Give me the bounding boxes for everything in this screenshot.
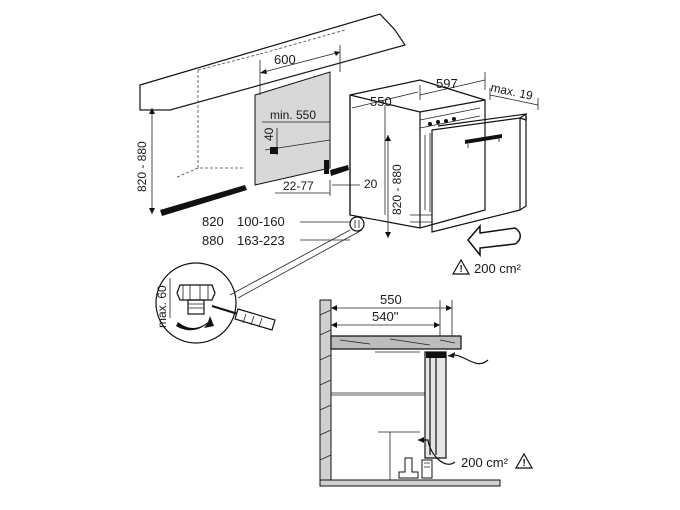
door-handle [465,134,502,144]
floor [319,479,501,487]
gap-small-label: 20 [364,177,378,191]
table-row-2-range: 163-223 [237,233,285,248]
table-row-1-range: 100-160 [237,214,285,229]
foot-zoom: max. 60 [155,262,237,344]
table-row-1-height: 820 [202,214,224,229]
vent-warning: ! 200 cm² [451,258,522,276]
niche-width-label: 600 [274,52,296,67]
foot-table: 820 100-160 880 163-223 [202,214,350,248]
airflow-arrow-icon [467,223,521,258]
upper-view: 820 - 880 600 min. 550 40 22-77 20 [135,13,539,344]
step-height-label: 40 [262,127,276,141]
svg-text:!: ! [523,458,526,469]
lower-vent-area-label: 200 cm² [461,455,509,470]
door-panel [431,117,521,233]
lower-view: 550 540" 200 cm² ! [319,292,534,487]
foot-detail-marker [349,216,365,232]
gap-range-label: 22-77 [283,179,314,193]
niche-height-label: 820 - 880 [135,141,149,192]
screwdriver-icon [211,305,276,331]
appliance-depth-label: 550 [370,94,392,109]
back-wall [319,299,332,481]
vent-area-label: 200 cm² [474,261,522,276]
svg-text:!: ! [460,264,463,275]
warning-icon [451,258,471,275]
appliance-width-label: 597 [436,76,458,91]
lower-vent-warning: 200 cm² ! [461,452,534,470]
appliance-height-label: 820 - 880 [390,164,404,215]
lower-countertop [330,335,462,350]
niche-side-panel [254,71,331,186]
lower-depth-outer-label: 550 [380,292,402,307]
warning-icon [514,452,534,469]
airflow-bottom-arrow [418,439,456,465]
min-depth-label: min. 550 [270,108,316,122]
rotate-arrow-icon [176,316,214,331]
lower-foot [398,457,419,479]
plinth [160,185,247,216]
table-row-2-height: 880 [202,233,224,248]
lower-depth-inner-label: 540" [372,309,399,324]
screw-max-label: max. 60 [155,285,169,328]
